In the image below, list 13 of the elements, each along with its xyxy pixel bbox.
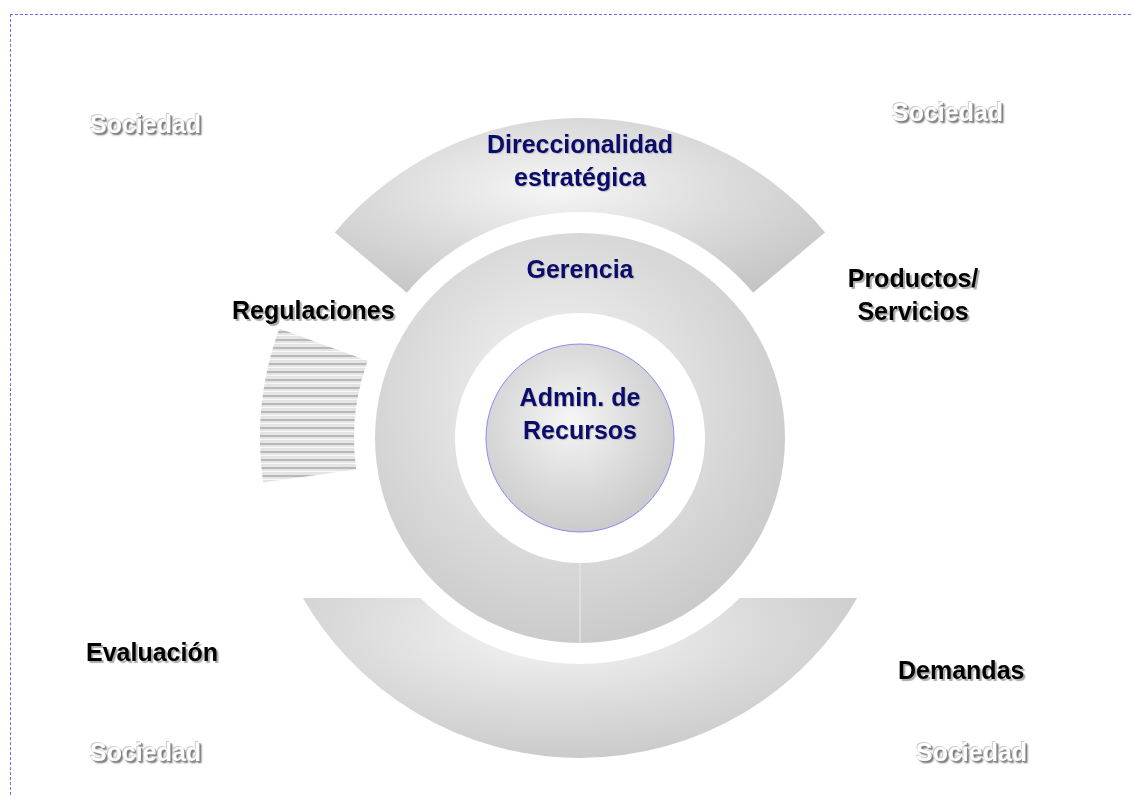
society-label: Sociedad: [892, 97, 1004, 128]
flow-label: Productos/ Servicios: [846, 263, 980, 327]
flow-label: Regulaciones: [232, 295, 395, 326]
inner-circle: [485, 343, 675, 533]
ring-label: Gerencia: [525, 254, 635, 285]
flow-label: Demandas: [898, 655, 1025, 686]
society-label: Sociedad: [90, 109, 202, 140]
ring-label: Direccionalidad estratégica: [485, 129, 675, 193]
flow-label: Evaluación: [86, 637, 218, 668]
society-label: Sociedad: [916, 737, 1028, 768]
society-label: Sociedad: [90, 737, 202, 768]
ring-label: Admin. de Recursos: [518, 382, 642, 446]
ring-segment: [260, 329, 370, 483]
